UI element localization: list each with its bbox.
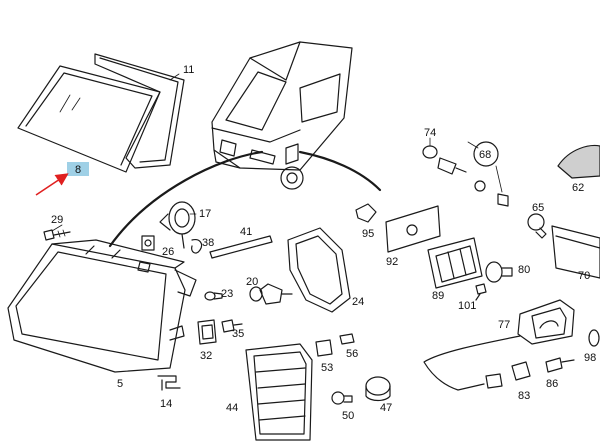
holder-26-shape	[141, 235, 155, 251]
label-11: 11	[183, 64, 195, 76]
bulb-65-shape	[527, 213, 547, 239]
label-8: 8	[75, 164, 82, 176]
label-26: 26	[162, 246, 175, 258]
label-47: 47	[380, 402, 393, 414]
connector-35-shape	[221, 319, 243, 333]
bulb-set-68-shape	[467, 141, 509, 207]
label-24: 24	[352, 296, 365, 308]
label-38: 38	[202, 237, 215, 249]
label-50: 50	[342, 410, 355, 422]
label-23: 23	[221, 288, 234, 300]
label-95: 95	[362, 228, 375, 240]
label-101: 101	[458, 300, 477, 312]
van-illustration	[211, 41, 353, 190]
bulb-80-shape	[485, 261, 513, 283]
label-29: 29	[51, 214, 64, 226]
bulb-50-shape	[331, 391, 353, 405]
label-62: 62	[572, 182, 585, 194]
label-92: 92	[386, 256, 399, 268]
screw-101-shape	[475, 283, 487, 301]
side-marker-shape	[557, 144, 600, 179]
clip-14-shape	[157, 375, 181, 391]
label-68: 68	[479, 149, 492, 161]
label-80: 80	[518, 264, 531, 276]
bulb-20-shape	[249, 283, 293, 305]
bolt-98-shape	[588, 329, 600, 347]
connector-38-shape	[191, 239, 203, 254]
label-14: 14	[160, 398, 173, 410]
label-56: 56	[346, 348, 359, 360]
wire-harness-shape	[423, 335, 575, 391]
bulb-holder-74-shape	[422, 145, 467, 175]
label-65: 65	[532, 202, 545, 214]
label-35: 35	[232, 328, 245, 340]
rod-shape	[209, 235, 273, 259]
label-77: 77	[498, 319, 511, 331]
part-highlight	[67, 162, 89, 176]
label-53: 53	[321, 362, 334, 374]
label-74: 74	[424, 127, 437, 139]
marker-lamp-77-shape	[517, 299, 575, 345]
label-70: 70	[578, 270, 591, 282]
screw-29-shape	[43, 229, 71, 241]
label-17: 17	[199, 208, 212, 220]
red-pointer-arrow	[35, 173, 69, 196]
label-20: 20	[246, 276, 259, 288]
label-5: 5	[117, 378, 124, 390]
headlamp-frame-shape	[287, 227, 351, 313]
label-98: 98	[584, 352, 597, 364]
bulb-23-shape	[204, 291, 223, 301]
socket-47-shape	[365, 376, 391, 402]
lamp-70-shape	[551, 225, 600, 279]
label-86: 86	[546, 378, 559, 390]
relay-32-shape	[197, 319, 217, 345]
bracket-95-shape	[355, 203, 377, 223]
windshield-shape	[17, 65, 161, 173]
label-89: 89	[432, 290, 445, 302]
socket-53-shape	[315, 333, 355, 357]
label-44: 44	[226, 402, 239, 414]
windshield-seal-shape	[94, 53, 185, 169]
label-83: 83	[518, 390, 531, 402]
headlamp-shape	[7, 239, 197, 373]
horn-shape	[159, 201, 196, 249]
label-41: 41	[240, 226, 253, 238]
tail-lamp-shape	[245, 343, 313, 441]
label-32: 32	[200, 350, 213, 362]
plate-92-shape	[385, 205, 441, 253]
rear-lamp-89-shape	[427, 237, 483, 289]
